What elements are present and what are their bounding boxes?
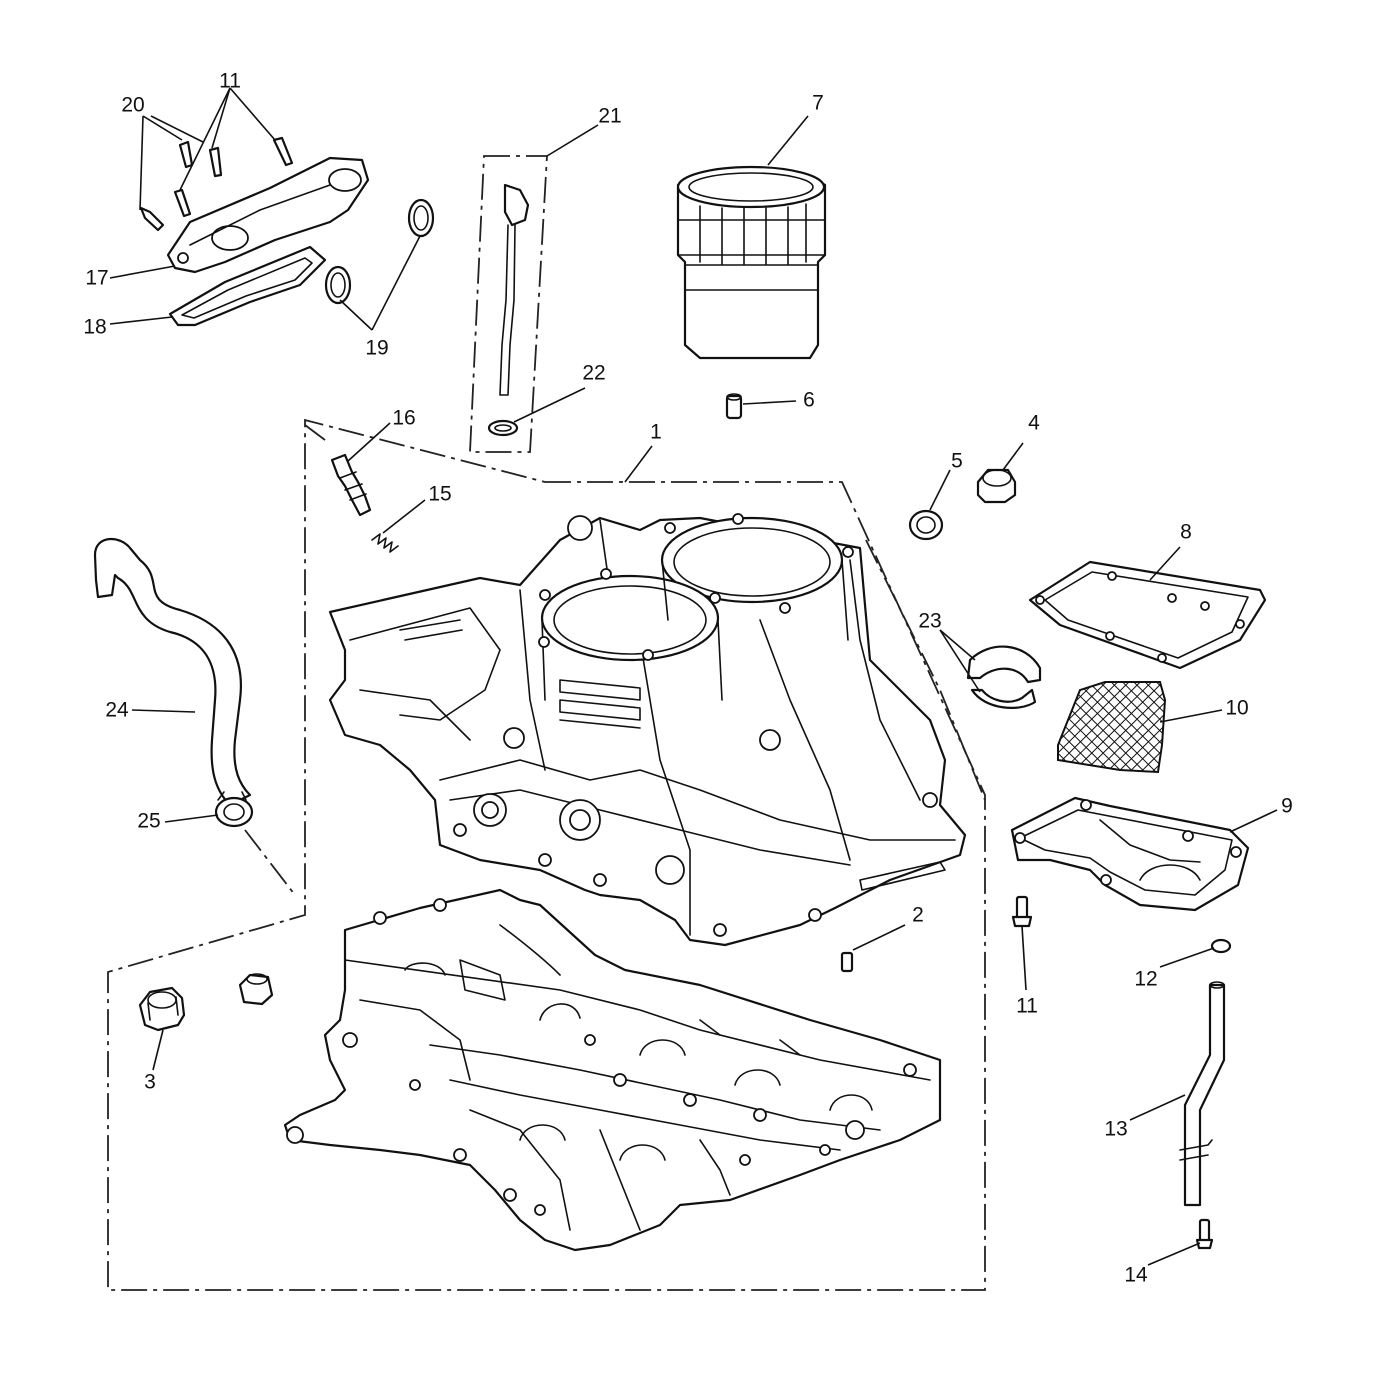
- callout-15: 15: [428, 483, 451, 506]
- hose-24: [93, 538, 252, 807]
- callout-21: 21: [598, 105, 621, 128]
- dipstick-21: [499, 183, 530, 396]
- callout-labels: 1 2 3 4 5 6 7 8 9 10 11 11 12 13 14 15 1…: [83, 70, 1293, 1287]
- callout-6: 6: [803, 389, 815, 412]
- callout-25: 25: [137, 810, 160, 833]
- oil-strainer-10: [1057, 681, 1167, 774]
- callout-5: 5: [951, 450, 963, 473]
- seal-4: [976, 468, 1017, 504]
- callout-2: 2: [912, 904, 924, 927]
- oil-pipe-13: [1179, 981, 1226, 1207]
- callout-13: 13: [1104, 1118, 1127, 1141]
- callout-16: 16: [392, 407, 415, 430]
- bearing-connection-line: [865, 539, 986, 801]
- callout-1: 1: [650, 421, 662, 444]
- hose-clip-25: [214, 791, 254, 828]
- oil-filter-7: [676, 165, 827, 360]
- sump-gasket-8: [1028, 560, 1267, 670]
- callout-7: 7: [812, 92, 824, 115]
- callout-8: 8: [1180, 521, 1192, 544]
- callout-14: 14: [1124, 1264, 1148, 1287]
- callout-12: 12: [1134, 968, 1157, 991]
- lower-crankcase: [283, 888, 942, 1252]
- valve-16: [330, 453, 372, 517]
- dowel-6: [725, 393, 743, 420]
- bolts-20-11: [139, 136, 294, 232]
- o-ring-12: [1210, 938, 1232, 954]
- o-rings-19: [324, 198, 435, 305]
- dipstick-group-boundary: [469, 155, 548, 453]
- callout-4: 4: [1028, 412, 1040, 435]
- upper-crankcase: [328, 513, 967, 947]
- spring-15: [371, 533, 399, 553]
- bolt-14: [1195, 1218, 1214, 1250]
- callout-24: 24: [105, 699, 129, 722]
- callout-23: 23: [918, 610, 941, 633]
- oil-sump-9: [1010, 796, 1250, 912]
- callout-10: 10: [1225, 697, 1248, 720]
- callout-22: 22: [582, 362, 605, 385]
- callout-3: 3: [144, 1071, 156, 1094]
- hose-clip-connection-line: [244, 424, 326, 896]
- callout-19: 19: [365, 337, 388, 360]
- callout-20: 20: [121, 94, 144, 117]
- washer-22: [487, 419, 519, 437]
- callout-11-right: 11: [1016, 995, 1038, 1018]
- cover-17: [166, 156, 370, 274]
- bushing-3: [138, 973, 274, 1032]
- bearing-shells-23: [966, 645, 1042, 709]
- gasket-18: [168, 245, 327, 327]
- dowel-2: [840, 951, 854, 973]
- callout-11-top: 11: [219, 70, 241, 93]
- callout-9: 9: [1281, 795, 1293, 818]
- callout-18: 18: [83, 316, 106, 339]
- bolt-11-right: [1011, 895, 1033, 928]
- seal-5: [908, 509, 944, 541]
- leader-lines: [109, 87, 1278, 1266]
- callout-17: 17: [85, 267, 108, 290]
